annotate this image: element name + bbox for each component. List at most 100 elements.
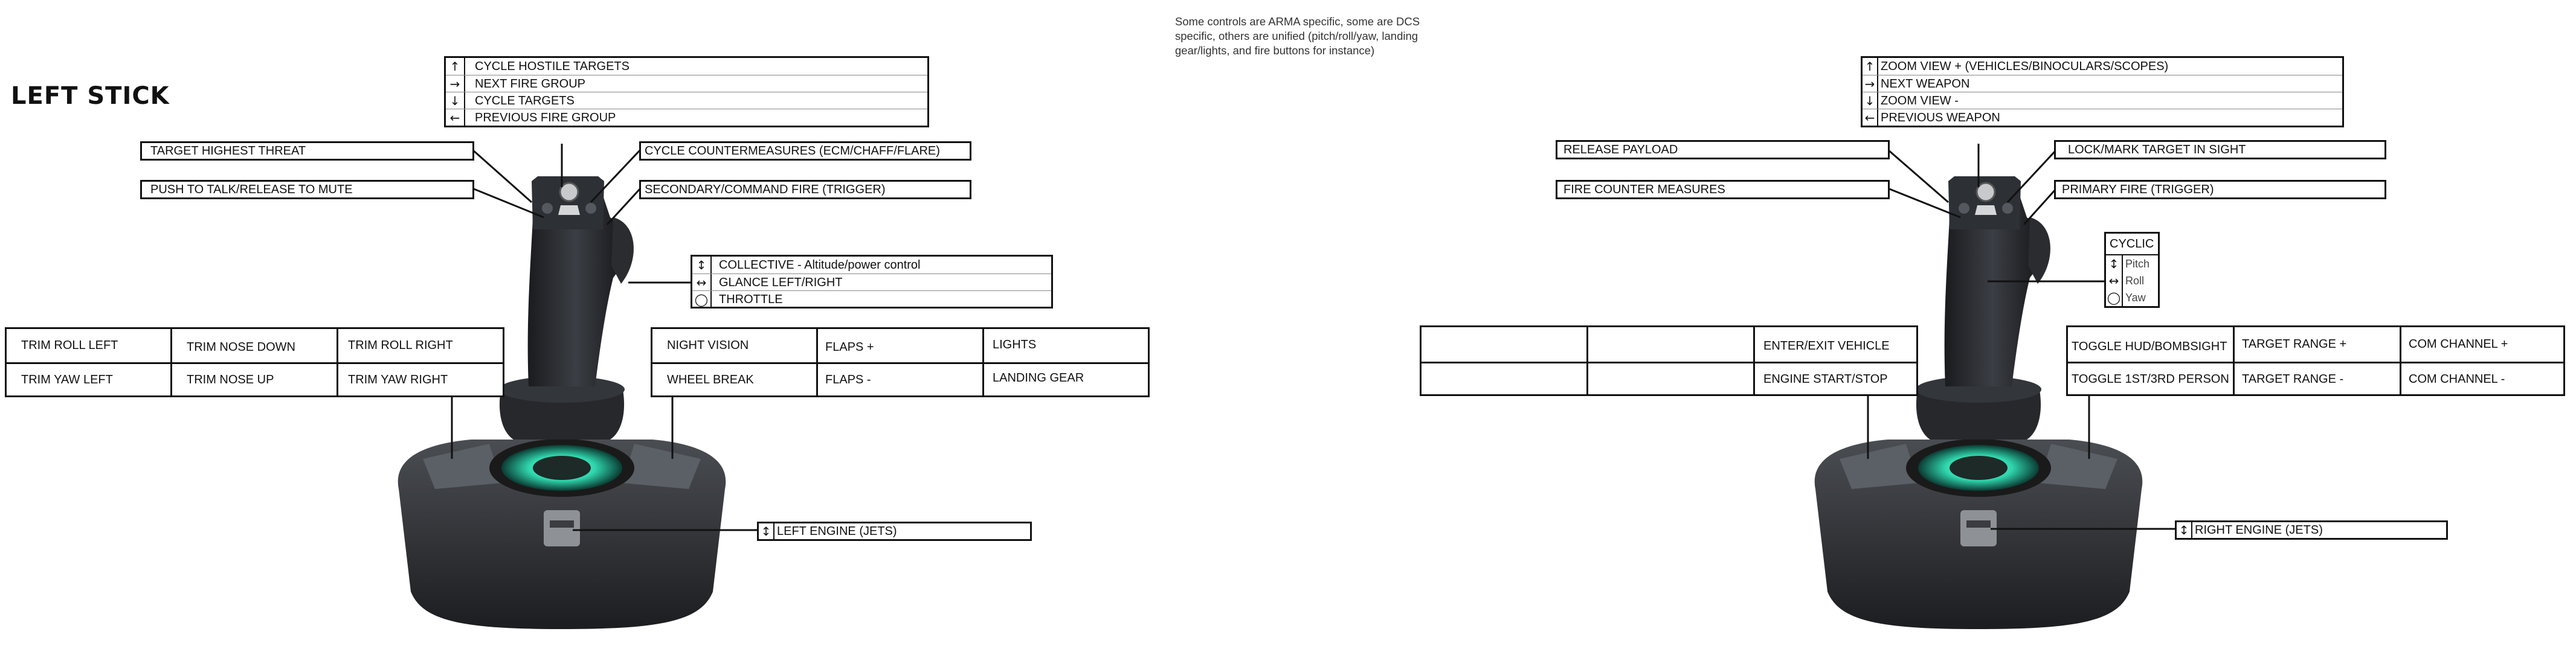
base-cell: TARGET RANGE -	[2242, 372, 2344, 386]
cyclic-row: ↔ Roll	[2106, 272, 2158, 289]
base-cell: WHEEL BREAK	[667, 373, 754, 386]
left-hat-row: → NEXT FIRE GROUP	[446, 75, 927, 92]
left-hat-row: ↑ CYCLE HOSTILE TARGETS	[446, 58, 927, 75]
base-cell: COM CHANNEL +	[2409, 337, 2508, 351]
left-axis-label: GLANCE LEFT/RIGHT	[719, 275, 843, 289]
vertical-axis-icon: ↕	[2177, 522, 2192, 538]
label-text: CYCLE COUNTERMEASURES (ECM/CHAFF/FLARE)	[645, 144, 940, 158]
base-cell: TRIM YAW LEFT	[21, 373, 113, 386]
base-cell: COM CHANNEL -	[2409, 372, 2505, 386]
left-hat-label: NEXT FIRE GROUP	[475, 77, 585, 91]
engine-row: ↕ RIGHT ENGINE (JETS)	[2177, 522, 2446, 538]
base-cell	[1422, 363, 1586, 395]
left-hat-row: ↓ CYCLE TARGETS	[446, 92, 927, 109]
base-cell: LANDING GEAR	[993, 371, 1084, 385]
twist-axis-icon: ◯	[692, 291, 712, 308]
left-axis-label: COLLECTIVE - Altitude/power control	[719, 258, 921, 272]
left-btn-secondary-fire: SECONDARY/COMMAND FIRE (TRIGGER)	[639, 180, 971, 199]
right-base-left-grid: ENTER/EXIT VEHICLE ENGINE START/STOP	[1420, 325, 1918, 396]
base-cell	[1588, 363, 1753, 395]
twist-axis-icon: ◯	[2106, 289, 2123, 306]
engine-row: ↕ LEFT ENGINE (JETS)	[759, 523, 1030, 539]
right-hat-row: ↑ ZOOM VIEW + (VEHICLES/BINOCULARS/SCOPE…	[1863, 58, 2342, 75]
base-cell: TRIM ROLL RIGHT	[348, 339, 453, 352]
left-engine-box: ↕ LEFT ENGINE (JETS)	[757, 522, 1032, 541]
right-hat-label: ZOOM VIEW -	[1881, 94, 1959, 107]
arrow-left-icon: ←	[1863, 109, 1878, 126]
label-text: RELEASE PAYLOAD	[1563, 143, 1678, 156]
right-hat-list: ↑ ZOOM VIEW + (VEHICLES/BINOCULARS/SCOPE…	[1861, 56, 2344, 127]
base-cell	[1588, 327, 1753, 362]
left-hat-list: ↑ CYCLE HOSTILE TARGETS → NEXT FIRE GROU…	[444, 56, 929, 127]
label-text: PRIMARY FIRE (TRIGGER)	[2062, 183, 2214, 196]
engine-label: LEFT ENGINE (JETS)	[777, 524, 897, 538]
cyclic-label: Roll	[2125, 274, 2145, 287]
vertical-axis-icon: ↕	[2106, 255, 2123, 272]
left-btn-countermeasures: CYCLE COUNTERMEASURES (ECM/CHAFF/FLARE)	[639, 141, 971, 161]
right-btn-release-payload: RELEASE PAYLOAD	[1556, 140, 1890, 159]
base-cell: TOGGLE 1ST/3RD PERSON	[2072, 372, 2229, 386]
left-axis-row: ↕ COLLECTIVE - Altitude/power control	[692, 257, 1051, 273]
right-hat-label: NEXT WEAPON	[1881, 77, 1970, 91]
base-cell: TRIM NOSE UP	[187, 373, 274, 386]
arrow-up-icon: ↑	[1863, 58, 1878, 75]
right-hat-label: PREVIOUS WEAPON	[1881, 110, 2000, 124]
left-btn-target-highest: TARGET HIGHEST THREAT	[140, 141, 474, 161]
left-base-right-grid: NIGHT VISION FLAPS + LIGHTS WHEEL BREAK …	[651, 327, 1150, 397]
base-cell: TARGET RANGE +	[2242, 337, 2347, 351]
base-cell: FLAPS +	[825, 340, 874, 354]
base-cell: ENGINE START/STOP	[1763, 372, 1888, 386]
cyclic-label: Pitch	[2125, 257, 2150, 270]
cyclic-box: CYCLIC ↕ Pitch ↔ Roll ◯ Yaw	[2104, 232, 2160, 308]
cyclic-row: ◯ Yaw	[2106, 289, 2158, 306]
engine-label: RIGHT ENGINE (JETS)	[2195, 523, 2323, 537]
cyclic-label: Yaw	[2125, 291, 2146, 304]
left-hat-label: CYCLE HOSTILE TARGETS	[475, 59, 630, 73]
left-btn-push-to-talk: PUSH TO TALK/RELEASE TO MUTE	[140, 180, 474, 199]
label-text: SECONDARY/COMMAND FIRE (TRIGGER)	[645, 183, 886, 196]
arrow-right-icon: →	[446, 75, 465, 92]
horizontal-axis-icon: ↔	[2106, 272, 2123, 289]
left-axis-row: ◯ THROTTLE	[692, 290, 1051, 308]
label-text: LOCK/MARK TARGET IN SIGHT	[2068, 143, 2246, 156]
right-hat-label: ZOOM VIEW + (VEHICLES/BINOCULARS/SCOPES)	[1881, 59, 2169, 73]
left-hat-label: CYCLE TARGETS	[475, 94, 575, 107]
right-hat-row: → NEXT WEAPON	[1863, 75, 2342, 92]
arrow-left-icon: ←	[446, 109, 465, 126]
right-btn-primary-fire: PRIMARY FIRE (TRIGGER)	[2054, 180, 2386, 199]
compatibility-note: Some controls are ARMA specific, some ar…	[1175, 15, 1420, 57]
left-base-left-grid: TRIM ROLL LEFT TRIM NOSE DOWN TRIM ROLL …	[5, 327, 504, 397]
page-title: LEFT STICK	[11, 82, 170, 110]
right-hat-row: ← PREVIOUS WEAPON	[1863, 109, 2342, 126]
right-engine-box: ↕ RIGHT ENGINE (JETS)	[2175, 520, 2448, 540]
arrow-right-icon: →	[1863, 75, 1878, 92]
left-axes-list: ↕ COLLECTIVE - Altitude/power control ↔ …	[691, 255, 1053, 309]
vertical-axis-icon: ↕	[692, 257, 712, 273]
vertical-axis-icon: ↕	[759, 523, 774, 539]
label-text: PUSH TO TALK/RELEASE TO MUTE	[150, 183, 353, 196]
base-cell	[1422, 327, 1586, 362]
right-btn-lock-target: LOCK/MARK TARGET IN SIGHT	[2054, 140, 2386, 159]
base-cell: TOGGLE HUD/BOMBSIGHT	[2072, 339, 2227, 353]
arrow-down-icon: ↓	[446, 92, 465, 109]
label-text: TARGET HIGHEST THREAT	[150, 144, 306, 158]
cyclic-title: CYCLIC	[2106, 234, 2158, 255]
base-cell: TRIM YAW RIGHT	[348, 373, 448, 386]
base-cell: FLAPS -	[825, 373, 871, 386]
arrow-down-icon: ↓	[1863, 92, 1878, 109]
label-text: FIRE COUNTER MEASURES	[1563, 183, 1725, 196]
left-hat-row: ← PREVIOUS FIRE GROUP	[446, 109, 927, 126]
cyclic-row: ↕ Pitch	[2106, 255, 2158, 272]
left-axis-row: ↔ GLANCE LEFT/RIGHT	[692, 273, 1051, 291]
right-base-right-grid: TOGGLE HUD/BOMBSIGHT TARGET RANGE + COM …	[2066, 325, 2565, 396]
base-cell: TRIM ROLL LEFT	[21, 339, 118, 352]
arrow-up-icon: ↑	[446, 58, 465, 75]
base-cell: TRIM NOSE DOWN	[187, 340, 295, 354]
right-btn-fire-countermeasures: FIRE COUNTER MEASURES	[1556, 180, 1890, 199]
base-cell: ENTER/EXIT VEHICLE	[1763, 339, 1890, 353]
horizontal-axis-icon: ↔	[692, 274, 712, 291]
left-hat-label: PREVIOUS FIRE GROUP	[475, 110, 616, 124]
base-cell: NIGHT VISION	[667, 339, 749, 352]
